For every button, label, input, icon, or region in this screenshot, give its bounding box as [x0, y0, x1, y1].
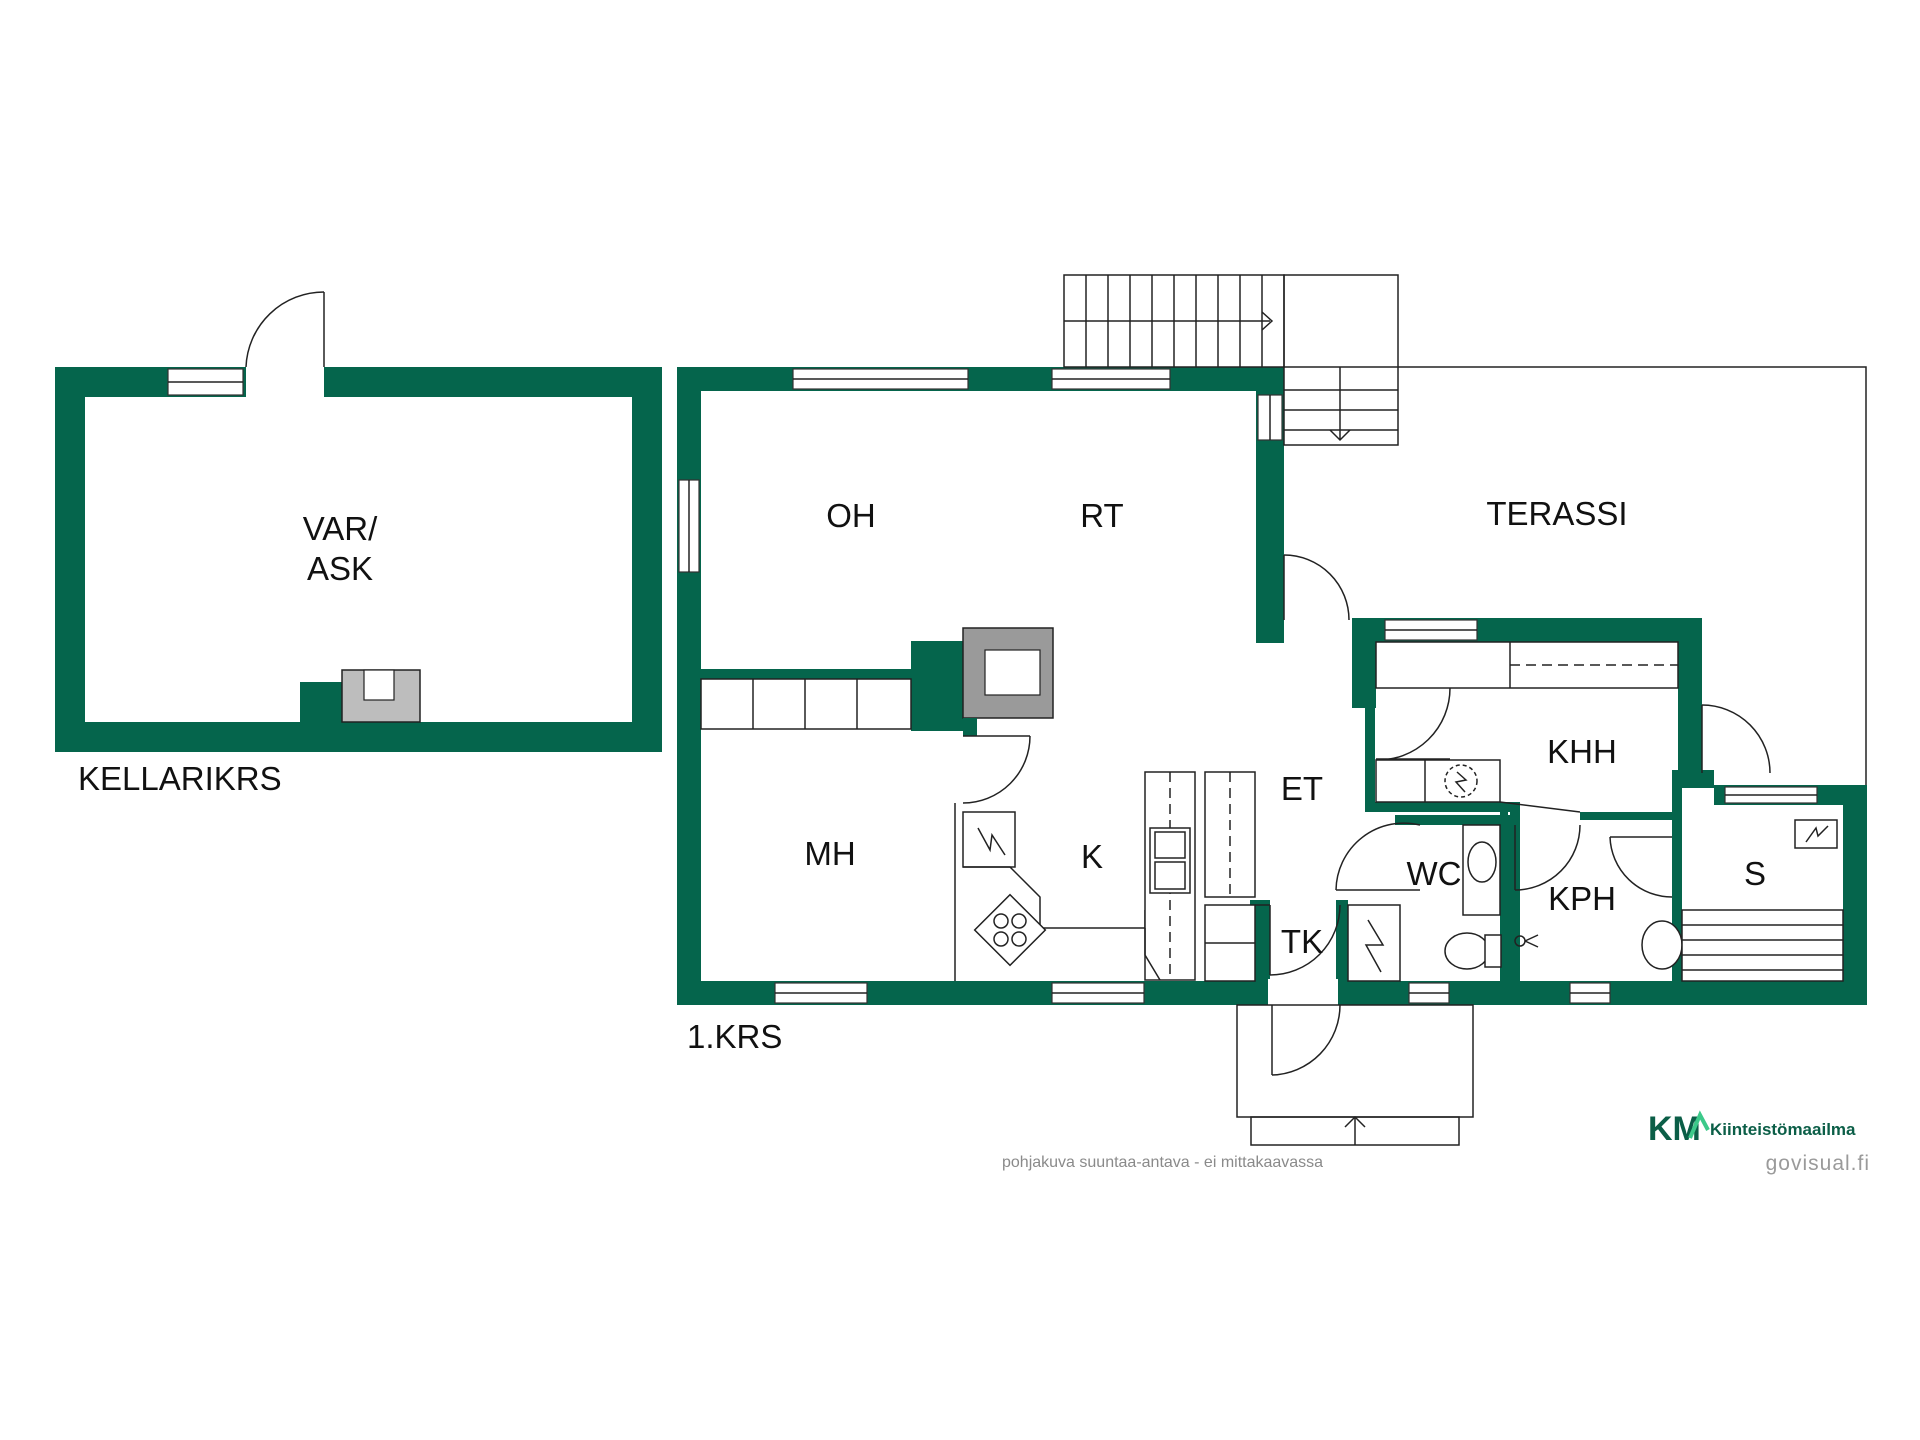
sink-icon: [1641, 920, 1683, 970]
room-label-var: VAR/: [303, 510, 378, 547]
sink-icon: [1467, 841, 1497, 883]
ground-floor: OH RT TERASSI KHH ET MH K WC KPH S TK 1.…: [677, 274, 1867, 1146]
room-label-wc: WC: [1407, 855, 1462, 892]
interior-walls: [701, 618, 1682, 1002]
terrace-outline: [1283, 366, 1867, 790]
kitchen-fixtures: [954, 771, 1256, 981]
shower-icon: [1514, 934, 1539, 948]
chimney-block: [300, 682, 342, 724]
sauna-fixtures: [1681, 819, 1844, 982]
door-swing-icon: [1375, 687, 1451, 761]
utility-room-fixtures: [1375, 641, 1679, 813]
room-label-ask: ASK: [307, 550, 373, 587]
stairs-icon: [1063, 274, 1399, 446]
entrance-stairs: [1236, 1004, 1474, 1146]
credit-text: govisual.fi: [1766, 1152, 1870, 1175]
room-label-tk: TK: [1281, 923, 1323, 960]
door-swing-icon: [962, 735, 1031, 804]
closet: [1204, 904, 1341, 982]
room-label-oh: OH: [826, 497, 876, 534]
disclaimer-text: pohjakuva suuntaa-antava - ei mittakaava…: [1002, 1154, 1323, 1171]
toilet-icon: [1444, 932, 1502, 970]
wc-fixtures: [1335, 822, 1539, 970]
sauna-stove-icon: [1794, 819, 1838, 849]
room-label-et: ET: [1281, 770, 1323, 807]
brand-logo: KM Kiinteistömaailma: [1648, 1110, 1856, 1148]
door-swing-icon: [1271, 1004, 1341, 1076]
fireplace-icon: [962, 627, 1054, 736]
electric-panel-icon: [1347, 904, 1401, 982]
room-label-rt: RT: [1080, 497, 1123, 534]
room-label-kph: KPH: [1548, 880, 1616, 917]
stove-hatch-icon: [977, 827, 1006, 856]
stove-icon: [973, 893, 1047, 967]
basement-floor: VAR/ ASK KELLARIKRS: [55, 291, 662, 797]
room-label-mh: MH: [804, 835, 855, 872]
windows: [678, 368, 1818, 1004]
door-swing-icon: [1609, 836, 1673, 898]
door-swing-icon: [245, 291, 325, 368]
room-label-khh: KHH: [1547, 733, 1617, 770]
room-label-k: K: [1081, 838, 1103, 875]
fireplace-icon: [341, 669, 421, 723]
wardrobe: [700, 678, 912, 730]
door-swing-icon: [1514, 824, 1581, 891]
door-swing-icon: [1283, 554, 1350, 621]
floor-label-basement: KELLARIKRS: [78, 760, 282, 797]
room-label-terassi: TERASSI: [1486, 495, 1627, 532]
floor-label-ground: 1.KRS: [687, 1018, 782, 1055]
door-swing-icon: [1701, 704, 1771, 774]
bathroom-fixtures: [1514, 824, 1683, 970]
door-swing-icon: [1335, 822, 1421, 891]
sink-icon: [1149, 827, 1191, 894]
door-swing-icon: [1269, 904, 1341, 976]
washing-machine-icon: [1444, 764, 1478, 798]
brand-name: Kiinteistömaailma: [1710, 1120, 1856, 1139]
room-label-s: S: [1744, 855, 1766, 892]
